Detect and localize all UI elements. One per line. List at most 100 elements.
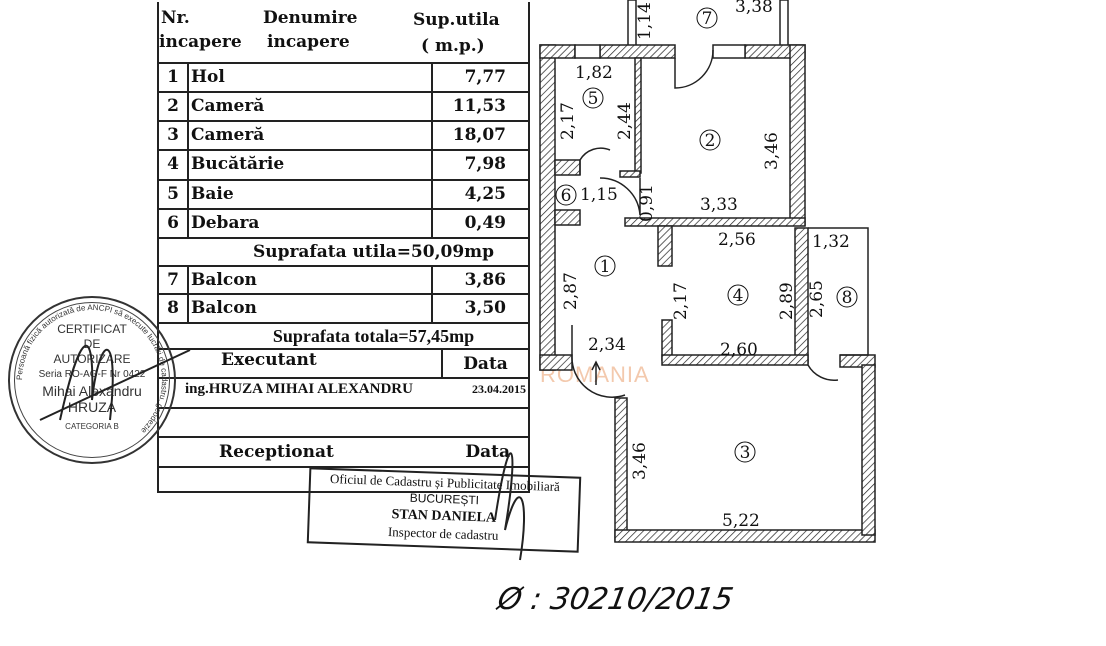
executant-date: 23.04.2015	[472, 382, 526, 396]
dimension: 1,14	[635, 2, 655, 40]
header-name: Denumire	[263, 8, 358, 28]
room-area: 18,07	[431, 122, 528, 149]
room-number: 5	[588, 89, 599, 109]
room-area: 3,86	[431, 267, 528, 293]
walls	[539, 44, 876, 543]
room-nr: 2	[159, 93, 189, 120]
room-nr: 7	[159, 267, 189, 293]
header-area-2: ( m.p.)	[421, 36, 485, 56]
received-row: Receptionat Data	[159, 438, 528, 468]
dimension: 3,33	[700, 195, 738, 215]
room-name: Baie	[191, 184, 234, 204]
dimensions: 3,38 1,14 1,82 2,17 2,44 3,46 3,33 1,15 …	[558, 0, 850, 531]
dimension: 2,56	[718, 230, 756, 250]
dimension: 2,34	[588, 335, 626, 355]
dimension: 3,38	[735, 0, 773, 17]
dimension: 3,46	[630, 442, 650, 480]
room-area: 3,50	[431, 295, 528, 322]
room-markers: 1 2 3 4 5 6 7 8	[555, 7, 858, 463]
handwritten-number-text: 30210/2015	[547, 582, 736, 617]
room-name: Bucătărie	[191, 154, 285, 174]
handwritten-symbol: Ø :	[494, 582, 545, 617]
grand-total-row: Suprafata totala=57,45mp	[159, 324, 528, 350]
room-number: 3	[740, 443, 751, 463]
room-name: Hol	[191, 67, 225, 87]
header-area: Sup.utila	[413, 10, 500, 30]
room-area-table: Nr. incapere Denumire incapere Sup.utila…	[157, 2, 530, 493]
room-nr: 1	[159, 64, 189, 91]
room-marker: 6	[555, 184, 577, 206]
room-marker: 8	[836, 286, 858, 308]
useful-total: Suprafata utila=50,09mp	[252, 242, 495, 262]
room-area: 11,53	[431, 93, 528, 120]
received-date-label: Data	[465, 442, 510, 462]
balcony-outlines	[571, 0, 869, 398]
dimension: 2,44	[615, 102, 635, 140]
room-number: 1	[600, 257, 611, 277]
room-area: 4,25	[431, 181, 528, 208]
dimension: 2,89	[777, 282, 797, 320]
stamp-line: CATEGORIA B	[65, 422, 119, 431]
dimension: 2,17	[558, 102, 578, 140]
executant-label: Executant	[221, 350, 317, 370]
date-label: Data	[441, 350, 528, 377]
room-name: Balcon	[191, 270, 257, 290]
room-name: Debara	[191, 213, 260, 233]
stamp-line: HRUZA	[67, 399, 117, 415]
table-header: Nr. incapere Denumire incapere Sup.utila…	[159, 2, 528, 64]
dimension: 2,65	[807, 280, 827, 318]
grand-total: Suprafata totala=57,45mp	[272, 326, 475, 346]
dimension: 2,87	[561, 272, 581, 310]
room-name: Balcon	[191, 298, 257, 318]
room-name: Cameră	[191, 125, 265, 145]
useful-total-row: Suprafata utila=50,09mp	[159, 239, 528, 267]
header-nr: Nr.	[161, 8, 190, 28]
room-marker: 5	[582, 87, 604, 109]
room-number: 6	[561, 186, 572, 206]
room-marker: 4	[727, 284, 749, 306]
stamp-line: CERTIFICAT	[57, 322, 127, 336]
authorization-stamp: Persoană fizică autorizată de ANCPI să e…	[8, 296, 176, 464]
dimension: 0,91	[637, 184, 657, 222]
room-name: Cameră	[191, 96, 265, 116]
room-nr: 6	[159, 210, 189, 237]
header-name-2: incapere	[267, 32, 350, 52]
dimension: 1,32	[812, 232, 850, 252]
executant-name: ing.HRUZA MIHAI ALEXANDRU	[185, 381, 413, 397]
room-marker: 7	[696, 7, 718, 29]
office-stamp: Oficiul de Cadastru și Publicitate Imobi…	[306, 467, 582, 553]
watermark: ROMANIA	[540, 362, 650, 387]
room-number: 4	[733, 286, 744, 306]
handwritten-number: Ø : 30210/2015	[495, 582, 736, 617]
dimension: 2,60	[720, 340, 758, 360]
room-marker: 1	[594, 255, 616, 277]
executant-row: ing.HRUZA MIHAI ALEXANDRU 23.04.2015	[159, 379, 528, 409]
room-nr: 3	[159, 122, 189, 149]
room-nr: 4	[159, 151, 189, 179]
stamp-line: AUTORIZARE	[53, 352, 131, 366]
dimension: 1,15	[580, 185, 618, 205]
stamp-line: Mihai Alexandru	[42, 383, 142, 399]
room-area: 7,98	[431, 151, 528, 179]
room-marker: 2	[699, 129, 721, 151]
dimension: 5,22	[722, 511, 760, 531]
header-nr-2: incapere	[159, 32, 242, 52]
dimension: 3,46	[762, 132, 782, 170]
dimension: 1,82	[575, 63, 613, 83]
stamp-line: DE	[83, 337, 101, 351]
room-area: 0,49	[431, 210, 528, 237]
room-marker: 3	[734, 441, 756, 463]
room-nr: 5	[159, 181, 189, 208]
blank-row	[159, 409, 528, 438]
executant-header-row: Executant Data	[159, 350, 528, 379]
room-number: 2	[705, 131, 716, 151]
room-number: 8	[842, 288, 853, 308]
